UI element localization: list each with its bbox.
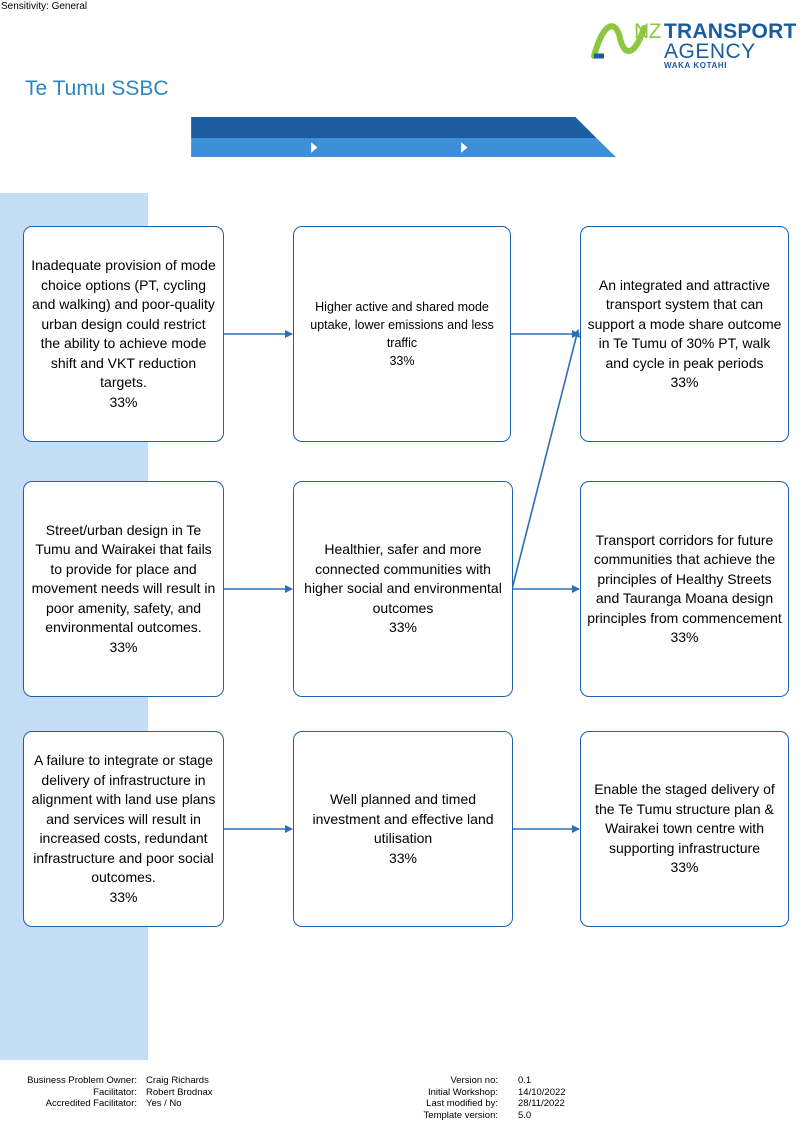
- objective-2-weight: 33%: [670, 629, 699, 645]
- benefit-3-text: Well planned and timed investment and ef…: [312, 791, 494, 846]
- footer-left-labels: Business Problem Owner: Facilitator: Acc…: [10, 1075, 137, 1110]
- column-header-objectives: INVESTMENT OBJECTIVES: [564, 166, 773, 183]
- objective-box-3: Enable the staged delivery of the Te Tum…: [580, 731, 789, 927]
- problem-2-text: Street/urban design in Te Tumu and Waira…: [31, 521, 216, 636]
- problem-box-3: A failure to integrate or stage delivery…: [23, 731, 224, 927]
- objective-1-weight: 33%: [670, 374, 699, 390]
- benefit-box-3: Well planned and timed investment and ef…: [293, 731, 513, 927]
- logo-nz: NZ: [634, 20, 662, 43]
- business-owner-value: Craig Richards: [146, 1075, 209, 1086]
- nz-transport-agency-logo: NZ TRANSPORT AGENCY WAKA KOTAHI: [590, 18, 802, 74]
- column-header-problems: PROBLEMS: [55, 163, 146, 180]
- map-title: INVESTMENT LOGIC MAP: [24, 121, 184, 136]
- benefit-1-weight: 33%: [389, 354, 415, 368]
- footer-right-values: 0.1 14/10/2022 28/11/2022 5.0: [518, 1075, 566, 1121]
- facilitator-label: Facilitator:: [93, 1086, 137, 1098]
- problem-2-weight: 33%: [109, 638, 138, 655]
- sensitivity-label: Sensitivity: General: [1, 1, 88, 12]
- problem-box-2: Street/urban design in Te Tumu and Waira…: [23, 481, 224, 697]
- problem-1-text: Inadequate provision of mode choice opti…: [31, 257, 216, 390]
- benefit-box-2: Healthier, safer and more connected comm…: [293, 481, 513, 697]
- version-label: Version no:: [450, 1075, 498, 1086]
- objective-3-weight: 33%: [670, 859, 699, 876]
- accredited-value: Yes / No: [146, 1098, 182, 1109]
- accredited-label: Accredited Facilitator:: [45, 1098, 137, 1109]
- problem-3-text: A failure to integrate or stage delivery…: [31, 752, 216, 885]
- objective-box-1: An integrated and attractive transport s…: [580, 226, 789, 442]
- business-owner-label: Business Problem Owner:: [27, 1075, 137, 1086]
- problem-1-weight: 33%: [109, 393, 138, 410]
- workshop-value: 14/10/2022: [518, 1086, 566, 1098]
- template-value: 5.0: [518, 1109, 532, 1121]
- benefit-2-weight: 33%: [388, 619, 418, 636]
- objective-box-2: Transport corridors for future communiti…: [580, 481, 789, 697]
- facilitator-value: Robert Brodnax: [146, 1086, 213, 1098]
- arrow-benefit2-objective1: [511, 329, 581, 590]
- benefit-1-text: Higher active and shared mode uptake, lo…: [310, 300, 494, 350]
- footer-left-values: Craig Richards Robert Brodnax Yes / No: [146, 1075, 213, 1110]
- logo-waka-kotahi: WAKA KOTAHI: [664, 61, 728, 70]
- workshop-label: Initial Workshop:: [427, 1086, 498, 1098]
- logo-wave-icon: [591, 23, 647, 59]
- column-header-benefits: BENEFITS: [321, 166, 401, 183]
- map-subtitle: Activity: [24, 139, 59, 151]
- modified-value: 28/11/2022: [518, 1098, 565, 1109]
- modified-label: Last modified by:: [426, 1098, 498, 1109]
- benefit-3-weight: 33%: [388, 849, 418, 866]
- problem-3-weight: 33%: [109, 888, 138, 905]
- ilm-header-banner: [191, 117, 616, 157]
- benefit-2-text: Healthier, safer and more connected comm…: [304, 541, 502, 616]
- logo-transport: TRANSPORT: [664, 20, 797, 43]
- version-value: 0.1: [518, 1075, 532, 1086]
- logo-agency: AGENCY: [664, 40, 756, 63]
- problem-box-1: Inadequate provision of mode choice opti…: [23, 226, 224, 442]
- objective-2-text: Transport corridors for future communiti…: [587, 531, 782, 626]
- objective-1-text: An integrated and attractive transport s…: [587, 276, 782, 371]
- footer-right-labels: Version no: Initial Workshop: Last modif…: [390, 1075, 498, 1121]
- page-title: Te Tumu SSBC: [25, 77, 169, 100]
- benefit-box-1: Higher active and shared mode uptake, lo…: [293, 226, 511, 442]
- objective-3-text: Enable the staged delivery of the Te Tum…: [594, 781, 775, 856]
- template-label: Template version:: [423, 1109, 498, 1121]
